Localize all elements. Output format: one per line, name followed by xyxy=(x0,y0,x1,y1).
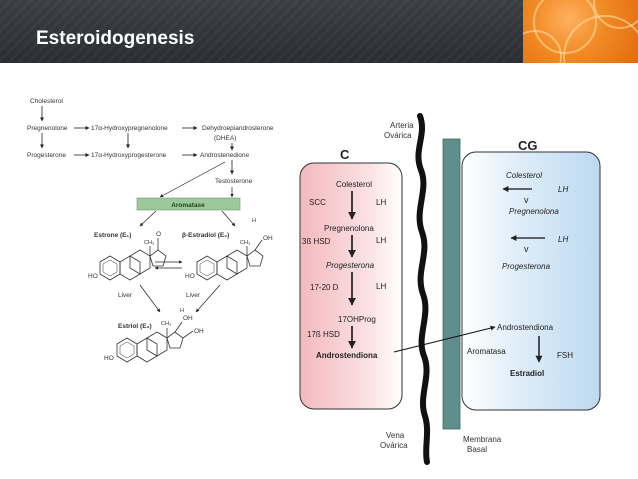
arteria-label-2: Ovárica xyxy=(384,131,412,140)
theca-scc: SCC xyxy=(309,198,326,207)
estriol-oh-2: OH xyxy=(194,328,204,335)
estradiol-structure xyxy=(196,239,264,281)
steroid-pathway-diagram: Cholesterol Pregnenolone 17α-Hydroxypreg… xyxy=(27,98,274,363)
estriol-ho: HO xyxy=(104,355,114,362)
liver-right-label: Liver xyxy=(186,292,201,299)
theca-colesterol: Colesterol xyxy=(336,180,372,189)
theca-17ohprog: 17OHProg xyxy=(338,315,376,324)
estriol-h: H xyxy=(180,308,184,314)
vena-label-1: Vena xyxy=(386,431,405,440)
granulosa-pathway: Colesterol LH v Pregnenolona LH v Proges… xyxy=(467,171,573,378)
theca-lh-1: LH xyxy=(376,198,386,207)
estrone-structure xyxy=(99,238,167,281)
liver-left-label: Liver xyxy=(118,292,133,299)
estradiol-label: β-Estradiol (E₂) xyxy=(182,232,229,239)
theca-cell xyxy=(299,162,403,410)
estradiol-oh: OH xyxy=(263,235,273,242)
granulosa-progesterona: Progesterona xyxy=(502,262,551,271)
granulosa-lh-1: LH xyxy=(558,185,568,194)
theca-pathway: Colesterol SCC LH Pregnenolona 3ß HSD LH… xyxy=(302,180,386,360)
theca-androstendiona: Androstendiona xyxy=(316,351,378,360)
aromatase-box xyxy=(136,197,241,211)
pregnenolone-label: Pregnenolone xyxy=(27,125,68,132)
slide-title: Esteroidogenesis xyxy=(36,28,195,49)
orange-decoration xyxy=(523,0,638,63)
arteria-label-1: Arteria xyxy=(390,121,414,130)
title-bar: Esteroidogenesis xyxy=(0,0,638,63)
estrone-o: O xyxy=(156,231,161,238)
granulosa-pregnenolona: Pregnenolona xyxy=(509,207,559,216)
dhea-label: Dehydroepiandrosterone xyxy=(202,125,274,132)
granulosa-label: CG xyxy=(518,138,538,153)
estrone-ho: HO xyxy=(88,273,98,280)
granulosa-androstendiona: Androstendiona xyxy=(497,323,554,332)
membrana-label-1: Membrana xyxy=(463,435,502,444)
cholesterol-label: Cholesterol xyxy=(30,98,63,105)
granulosa-cell xyxy=(461,151,601,411)
theca-progesterona: Progesterona xyxy=(326,261,375,270)
granulosa-aromatasa: Aromatasa xyxy=(467,347,506,356)
estradiol-ho: HO xyxy=(185,273,195,280)
vena-label-2: Ovárica xyxy=(380,441,408,450)
theca-pregnenolona: Pregnenolona xyxy=(324,224,374,233)
testosterone-label: Testosterone xyxy=(215,178,253,185)
theca-label: C xyxy=(340,147,350,162)
dhea-abbrev: (DHEA) xyxy=(214,135,236,142)
theca-lh-2: LH xyxy=(376,236,386,245)
granulosa-fsh: FSH xyxy=(557,351,573,360)
granulosa-chevron-1: v xyxy=(524,195,529,205)
granulosa-colesterol: Colesterol xyxy=(506,171,542,180)
granulosa-lh-2: LH xyxy=(558,235,568,244)
progesterone-label: Progesterone xyxy=(27,152,66,159)
androstendiona-transfer-arrow xyxy=(393,325,496,353)
membrana-label-2: Basal xyxy=(467,445,487,454)
granulosa-chevron-2: v xyxy=(524,244,529,254)
theca-3b-hsd: 3ß HSD xyxy=(302,237,331,246)
androstenedione-label: Androstenedione xyxy=(200,152,250,159)
estradiol-ch3: CH₃ xyxy=(240,240,250,246)
estriol-oh-1: OH xyxy=(183,315,193,322)
estriol-structure xyxy=(116,321,194,363)
estradiol-h: H xyxy=(252,218,256,224)
hydroxypregnenolone-label: 17α-Hydroxypregnenolone xyxy=(91,125,168,132)
estriol-ch3: CH₃ xyxy=(161,321,171,327)
theca-17b-hsd: 17ß HSD xyxy=(307,330,340,339)
theca-17-20d: 17-20 D xyxy=(310,283,339,292)
hydroxyprogesterone-label: 17α-Hydroxyprogesterone xyxy=(91,152,167,159)
aromatase-label: Aromatase xyxy=(171,202,205,209)
granulosa-estradiol: Estradiol xyxy=(510,369,544,378)
ovarian-vessel xyxy=(415,113,431,465)
estrone-ch3: CH₃ xyxy=(144,240,154,246)
theca-lh-3: LH xyxy=(376,282,386,291)
estrone-label: Estrone (E₁) xyxy=(94,232,131,239)
ovarian-cell-diagram: Arteria Ovárica Vena Ovárica Membrana Ba… xyxy=(299,113,601,465)
estriol-label: Estriol (E₃) xyxy=(118,323,152,330)
basal-membrane xyxy=(442,138,461,430)
